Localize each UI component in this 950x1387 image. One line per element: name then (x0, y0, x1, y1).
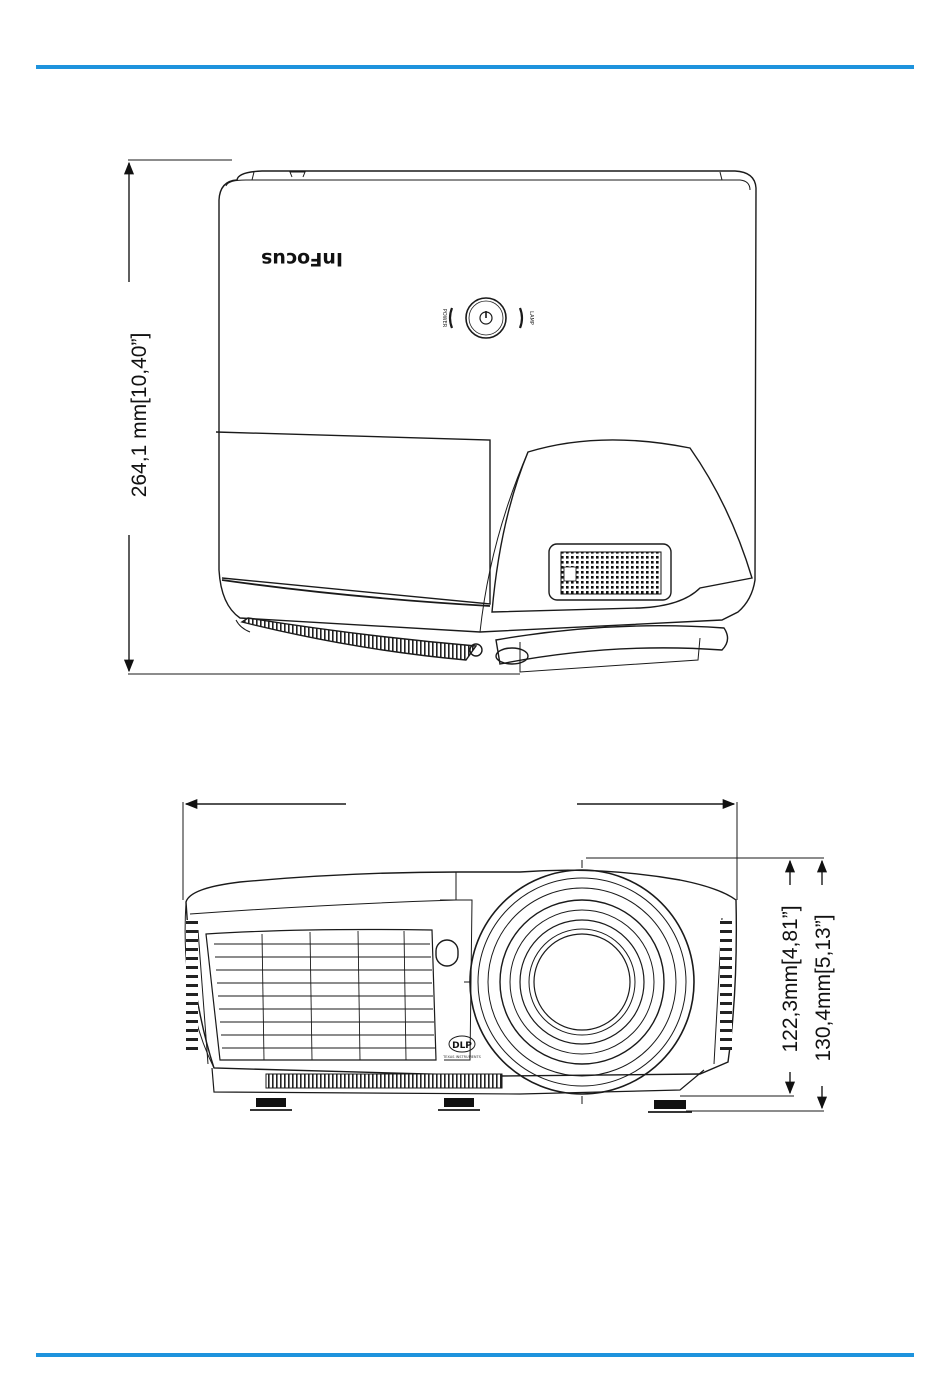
bottom-vent-strip (266, 1074, 502, 1088)
width-dimension-line (183, 802, 737, 900)
total-height-dimension-text: 130,4mm[5,13”] (812, 914, 835, 1061)
intake-grille (206, 930, 436, 1061)
depth-dimension-text: 264,1 mm[10,40”] (128, 333, 151, 498)
top-view (128, 160, 756, 674)
body-height-dimension-text: 122,3mm[4,81”] (779, 905, 802, 1052)
front-view (183, 802, 824, 1112)
power-led-left (450, 308, 452, 328)
lens-front (496, 626, 728, 664)
lamp-indicator-label: LAMP (528, 311, 534, 325)
adjustable-feet (250, 1098, 692, 1112)
dlp-sub-text: TEXAS INSTRUMENTS (442, 1055, 481, 1059)
top-lid-panel (216, 432, 490, 604)
power-led-right (520, 308, 522, 328)
top-body-outline (219, 171, 756, 632)
power-indicator-label: POWER (441, 309, 447, 328)
lens (464, 860, 694, 1104)
power-cluster (450, 298, 522, 338)
dlp-logo-text: DLP (452, 1041, 472, 1051)
brand-logo: InFocus (261, 248, 343, 270)
depth-dimension-line (128, 160, 520, 674)
grille-slats (214, 931, 435, 1060)
